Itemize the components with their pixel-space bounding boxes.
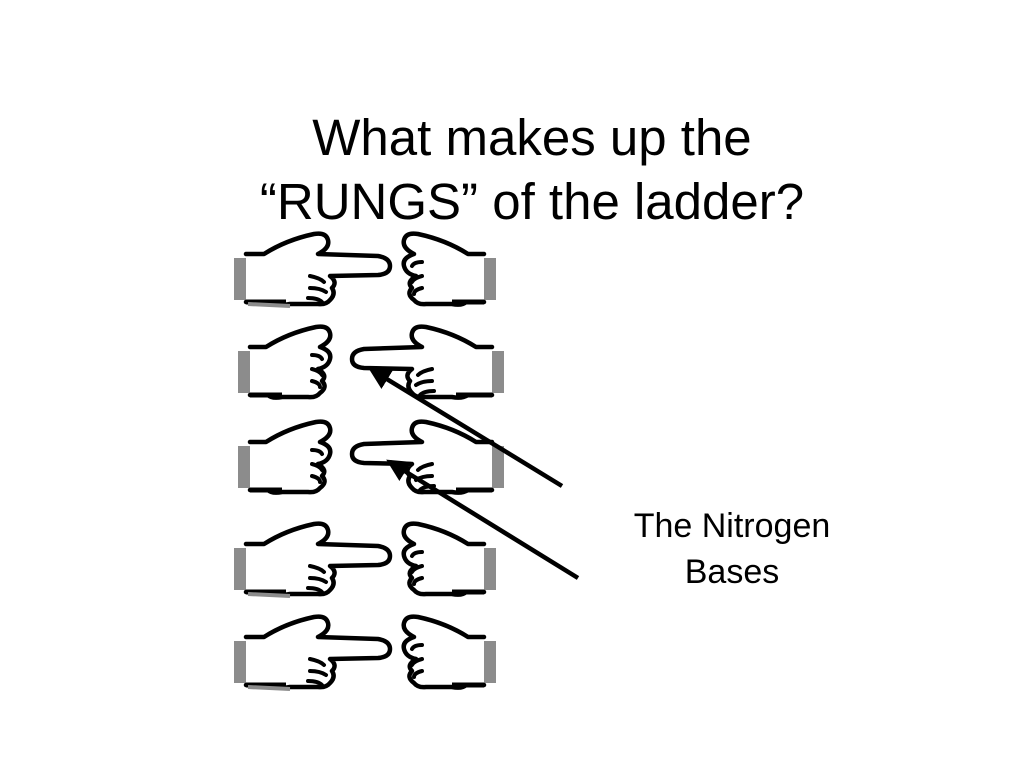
rung-3	[238, 422, 504, 493]
title-line-1: What makes up the	[312, 109, 752, 167]
callout-label: The Nitrogen Bases	[596, 503, 868, 595]
rung-2	[238, 327, 504, 398]
title-line-2: “RUNGS” of the ladder?	[259, 173, 805, 231]
callout-line-1: The Nitrogen	[633, 507, 831, 545]
callout-line-2: Bases	[684, 553, 780, 591]
slide-title: What makes up the “RUNGS” of the ladder?	[112, 106, 952, 234]
rung-4	[234, 524, 496, 596]
callout-arrow-lower	[386, 459, 580, 580]
rung-5	[234, 617, 496, 689]
rung-1	[234, 234, 496, 306]
callout-arrow-upper	[368, 367, 564, 488]
